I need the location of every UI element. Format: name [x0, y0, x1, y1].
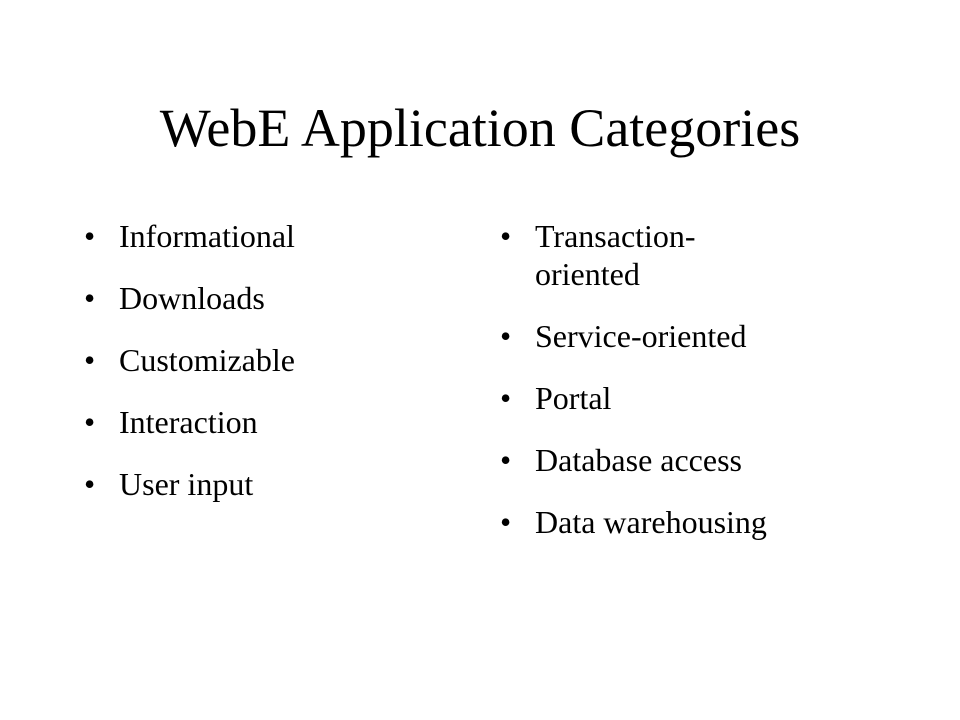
list-item: • Customizable [84, 341, 464, 379]
list-item: • Downloads [84, 279, 464, 317]
bullet-icon: • [84, 218, 96, 254]
bullet-icon: • [84, 342, 96, 378]
list-item-text: Transaction- oriented [535, 218, 696, 292]
bullet-icon: • [84, 404, 96, 440]
right-bullet-list: • Transaction- oriented • Service-orient… [500, 217, 880, 565]
bullet-icon: • [500, 318, 512, 354]
list-item: • Service-oriented [500, 317, 880, 355]
list-item-text: Interaction [119, 404, 258, 440]
bullet-icon: • [84, 466, 96, 502]
list-item-text: Downloads [119, 280, 265, 316]
list-item-text: Customizable [119, 342, 295, 378]
list-item-text: Informational [119, 218, 295, 254]
list-item: • Data warehousing [500, 503, 880, 541]
left-bullet-list: • Informational • Downloads • Customizab… [84, 217, 464, 527]
bullet-icon: • [84, 280, 96, 316]
list-item: • Transaction- oriented [500, 217, 880, 293]
list-item: • Portal [500, 379, 880, 417]
list-item: • Database access [500, 441, 880, 479]
slide-title: WebE Application Categories [159, 98, 801, 158]
list-item-text: Database access [535, 442, 742, 478]
list-item: • Interaction [84, 403, 464, 441]
bullet-icon: • [500, 380, 512, 416]
list-item-text: Service-oriented [535, 318, 747, 354]
list-item-text: Portal [535, 380, 612, 416]
list-item-text: User input [119, 466, 254, 502]
bullet-icon: • [500, 218, 512, 254]
bullet-icon: • [500, 442, 512, 478]
list-item: • User input [84, 465, 464, 503]
bullet-icon: • [500, 504, 512, 540]
list-item-text: Data warehousing [535, 504, 767, 540]
list-item: • Informational [84, 217, 464, 255]
